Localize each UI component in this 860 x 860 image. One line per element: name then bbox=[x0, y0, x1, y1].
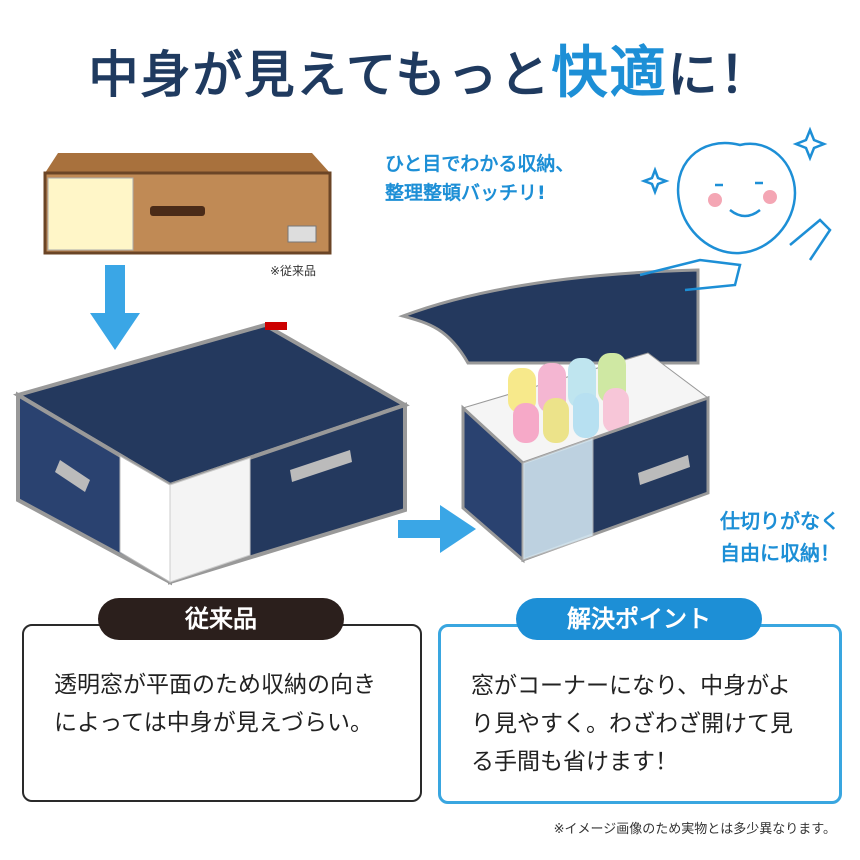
caption-top: ひと目でわかる収納、 整理整頓バッチリ! bbox=[385, 150, 574, 208]
solution-label: 解決ポイント bbox=[516, 598, 762, 640]
conventional-panel: 透明窓が平面のため収納の向きによっては中身が見えづらい。 bbox=[22, 624, 422, 802]
conventional-text: 透明窓が平面のため収納の向きによっては中身が見えづらい。 bbox=[54, 672, 376, 736]
caption-side-line2: 自由に収納！ bbox=[720, 541, 840, 565]
caption-side: 仕切りがなく 自由に収納！ bbox=[700, 505, 840, 569]
conventional-label: 従来品 bbox=[98, 598, 344, 640]
headline-highlight: 快適 bbox=[551, 41, 668, 106]
caption-top-line2: 整理整頓バッチリ! bbox=[385, 182, 546, 204]
caption-side-line1: 仕切りがなく bbox=[720, 509, 840, 533]
solution-text: 窓がコーナーになり、中身がより見やすく。わざわざ開けて見る手間も省けます！ bbox=[471, 673, 793, 775]
conventional-note: ※従来品 bbox=[270, 264, 317, 278]
solution-panel: 窓がコーナーになり、中身がより見やすく。わざわざ開けて見る手間も省けます！ bbox=[438, 624, 842, 804]
disclaimer: ※イメージ画像のため実物とは多少異なります。 bbox=[553, 822, 836, 837]
new-box-closed-illustration bbox=[12, 322, 410, 586]
conventional-box-illustration bbox=[43, 153, 332, 255]
woman-pointing-illustration bbox=[639, 126, 832, 292]
headline: 中身が見えてもっと快適に！ bbox=[0, 28, 860, 109]
headline-part1: 中身が見えてもっと bbox=[88, 46, 552, 104]
headline-part2: に！ bbox=[667, 46, 772, 104]
arrow-down-icon bbox=[90, 265, 140, 350]
arrow-right-icon bbox=[398, 505, 476, 553]
caption-top-line1: ひと目でわかる収納、 bbox=[385, 153, 575, 175]
